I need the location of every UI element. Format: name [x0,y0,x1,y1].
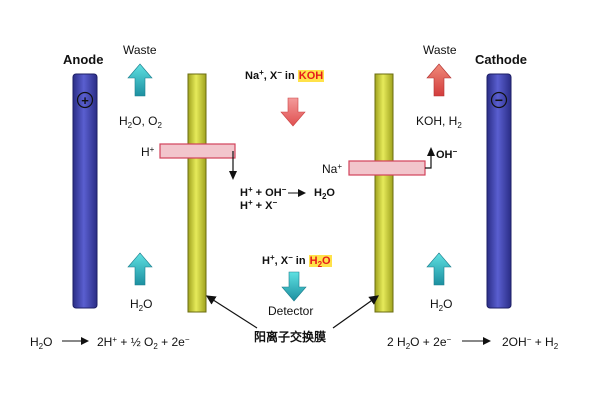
reaction-line-1-product: H2O [314,187,335,201]
cathode-equation-rhs: 2OH− + H2 [502,335,559,351]
cathode-sign: − [494,92,504,108]
feed-label: Na+, X− in KOH [245,68,325,82]
waste-label-right: Waste [423,43,457,57]
right-membrane [374,73,394,313]
left-ion-label: H+ [141,145,155,159]
reaction-line-2: H+ + X− [240,198,278,212]
left-channel [159,143,236,159]
cathode-equation-lhs: 2 H2O + 2e− [387,335,452,351]
cathode-sign-circle [490,91,508,109]
right-ion-label: Na+ [322,162,343,176]
membrane-label: 阳离子交换膜 [254,330,327,344]
anode-products: H2O, O2 [119,114,162,130]
water-up-arrow-left [127,252,153,286]
cathode-electrode [486,73,512,309]
detector-down-arrow [281,271,307,302]
anode-equation-lhs: H2O [30,335,53,351]
reaction-line-1: H+ + OH− [240,185,287,199]
membrane-pointer-left [205,295,258,329]
right-channel [348,160,426,176]
anode-sign: + [81,93,89,108]
outlet-highlight: H2O [308,255,332,269]
anode-sign-circle [76,91,94,109]
cathode-label: Cathode [475,52,527,67]
membrane-pointer-right [332,295,379,329]
detector-label: Detector [268,304,314,318]
right-channel-flow-line [425,152,432,169]
anode-label: Anode [63,52,104,67]
cathode-products: KOH, H2 [416,114,462,130]
anode-water-label: H2O [130,297,153,313]
water-up-arrow-right [426,252,452,286]
waste-up-arrow-right [426,63,452,97]
left-membrane [187,73,207,313]
feed-highlight: KOH [297,70,325,82]
outlet-label: H+, X− in H2O [262,253,332,269]
right-oh-label: OH− [436,147,458,161]
anode-equation-rhs: 2H+ + ½ O2 + 2e− [97,335,190,351]
waste-label-left: Waste [123,43,157,57]
waste-up-arrow-left [127,63,153,97]
cathode-water-label: H2O [430,297,453,313]
feed-down-arrow [280,97,306,127]
anode-electrode [72,73,98,309]
